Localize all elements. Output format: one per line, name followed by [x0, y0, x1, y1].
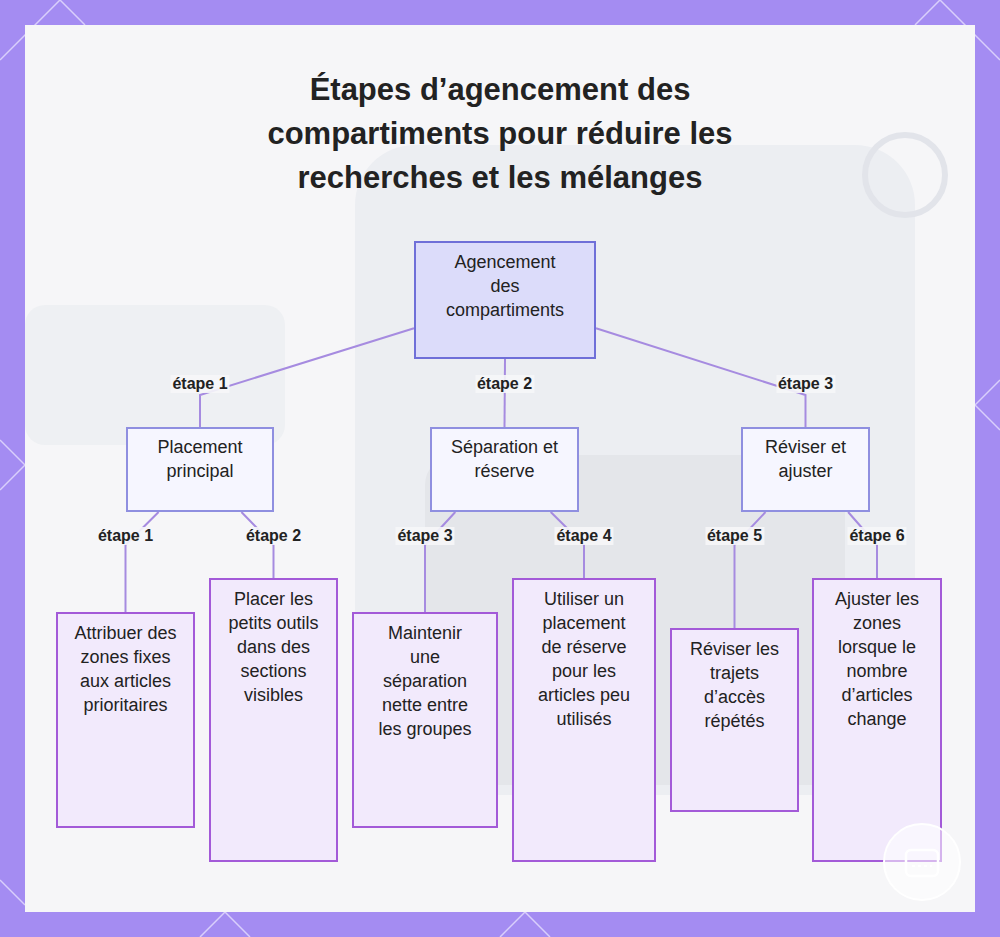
step-box: Placer les petits outils dans des sectio…: [209, 578, 338, 862]
step-box: Utiliser un placement de réserve pour le…: [512, 578, 656, 862]
connector-line: [241, 512, 273, 578]
box-text: Placer les petits outils dans des sectio…: [228, 587, 320, 707]
step-box: Maintenir une séparation nette entre les…: [352, 612, 498, 828]
connector-line: [848, 512, 877, 578]
category-box: Réviser et ajuster: [741, 427, 870, 512]
step-label: étape 4: [554, 527, 613, 545]
connector-line: [200, 328, 414, 427]
connector-line: [596, 328, 806, 427]
step-label: étape 1: [96, 527, 155, 545]
step-box: Réviser les trajets d’accès répétés: [670, 628, 799, 812]
step-box: Attribuer des zones fixes aux articles p…: [56, 612, 195, 828]
box-text: Réviser les trajets d’accès répétés: [686, 637, 784, 733]
connector-line: [504, 359, 507, 427]
step-label: étape 2: [475, 375, 534, 393]
step-label: étape 6: [847, 527, 906, 545]
box-text: Agencement des compartiments: [442, 250, 568, 322]
step-label: étape 2: [244, 527, 303, 545]
box-text: Réviser et ajuster: [751, 435, 861, 483]
box-text: Attribuer des zones fixes aux articles p…: [74, 621, 178, 717]
connector-line: [551, 512, 584, 578]
step-label: étape 3: [776, 375, 835, 393]
box-text: Maintenir une séparation nette entre les…: [377, 621, 473, 741]
root-box: Agencement des compartiments: [414, 241, 596, 359]
step-label: étape 3: [395, 527, 454, 545]
box-text: Ajuster les zones lorsque le nombre d’ar…: [828, 587, 926, 731]
step-label: étape 1: [170, 375, 229, 393]
category-box: Séparation et réserve: [430, 427, 579, 512]
category-box: Placement principal: [126, 427, 274, 512]
box-text: Utiliser un placement de réserve pour le…: [534, 587, 634, 731]
step-label: étape 5: [705, 527, 764, 545]
box-text: Séparation et réserve: [440, 435, 570, 483]
box-text: Placement principal: [135, 435, 265, 483]
corner-icon: [882, 822, 962, 902]
step-box: Ajuster les zones lorsque le nombre d’ar…: [812, 578, 942, 862]
diagram-title: Étapes d’agencement des compartiments po…: [220, 68, 780, 200]
